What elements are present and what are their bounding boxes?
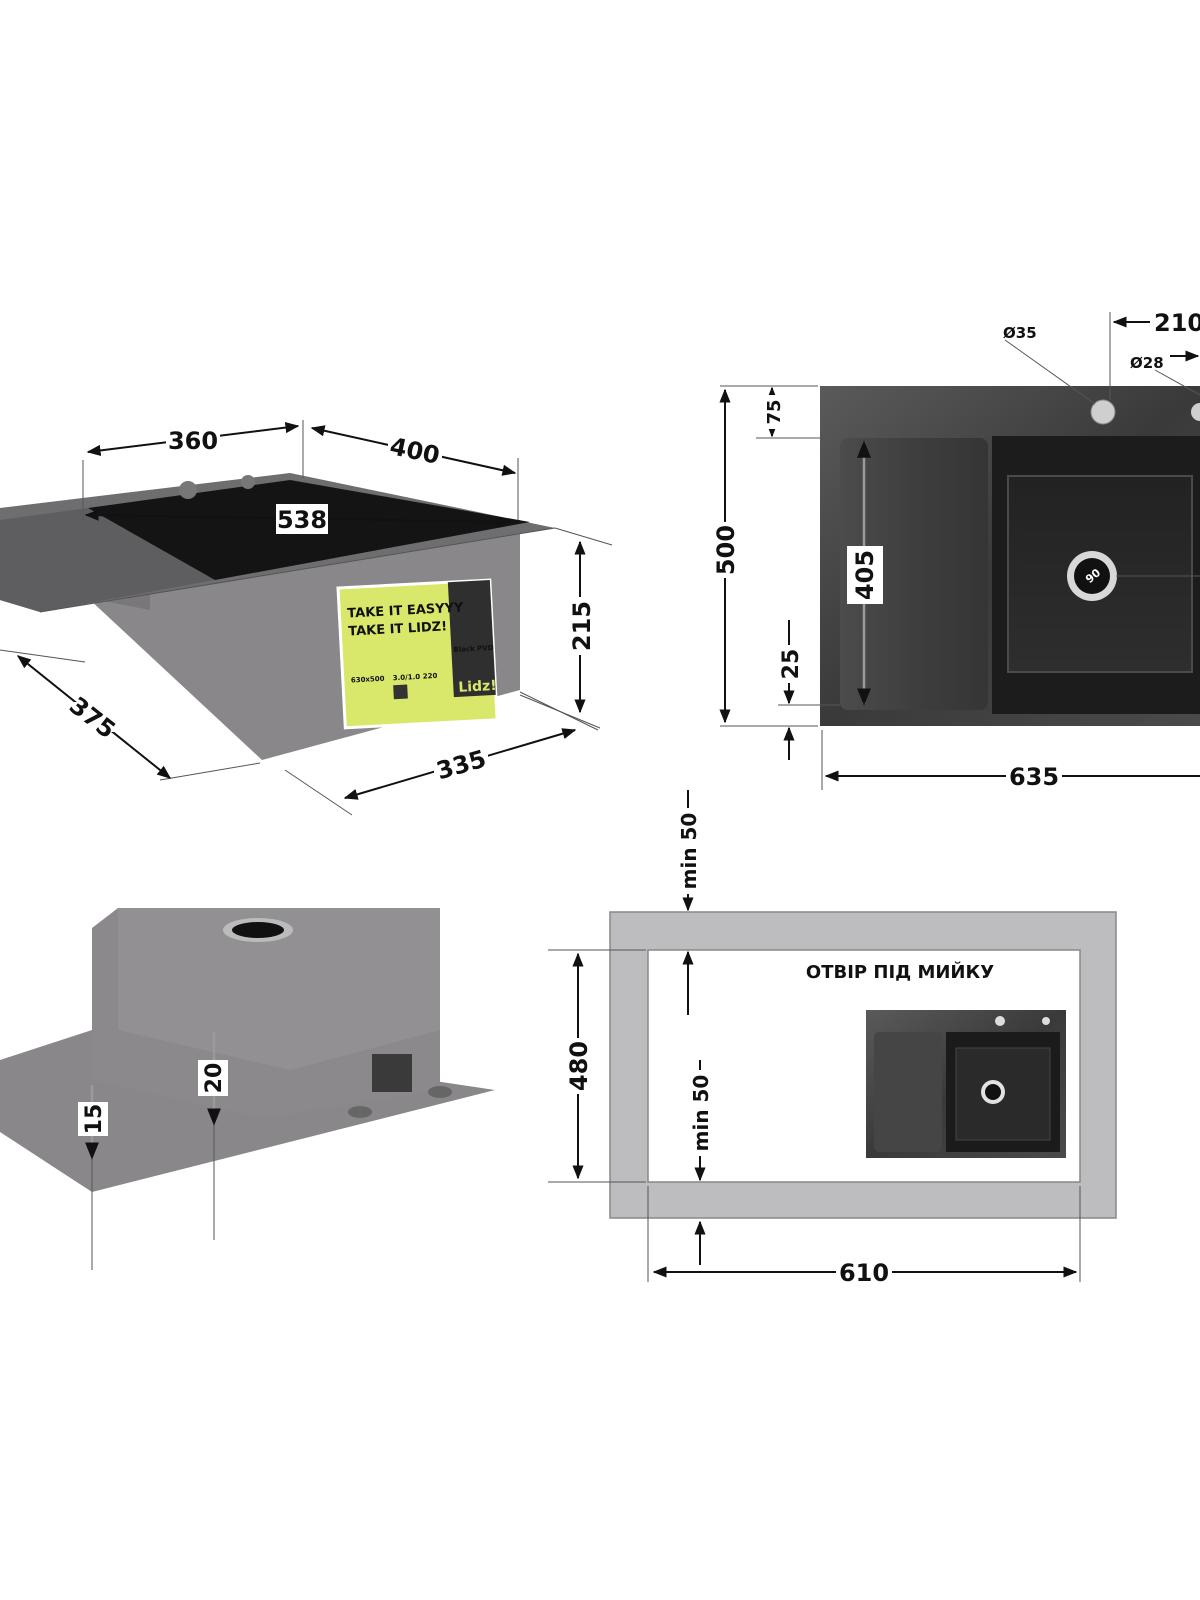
tap-hole-large-icon bbox=[1090, 399, 1116, 425]
label-spec-2: 220 bbox=[423, 672, 438, 681]
dim-hole-large: Ø35 bbox=[1003, 324, 1037, 342]
dim-top-margin: 75 bbox=[764, 399, 785, 424]
dim-hole-small: Ø28 bbox=[1130, 354, 1164, 372]
dim-min-top: min 50 bbox=[677, 813, 701, 890]
label-line-1: TAKE IT EASYYY bbox=[347, 600, 464, 621]
cutout-view: ОТВІР ПІД МИЙКУ 480 min 50 min 5 bbox=[548, 790, 1117, 1287]
dim-height: 215 bbox=[568, 601, 596, 651]
dim-cutout-width: 610 bbox=[839, 1259, 889, 1287]
dim-cutout-depth: 480 bbox=[565, 1041, 593, 1091]
label-spec-1: 3.0/1.0 bbox=[393, 673, 421, 682]
label-line-2: TAKE IT LIDZ! bbox=[348, 619, 448, 639]
underside-view: 15 20 bbox=[0, 908, 495, 1270]
label-model: Black PVD bbox=[453, 644, 494, 654]
dim-bottom-margin: 25 bbox=[779, 649, 804, 680]
cutout-title: ОТВІР ПІД МИЙКУ bbox=[806, 961, 994, 983]
iso-tap-hole-icon bbox=[241, 475, 255, 489]
dim-rim: 20 bbox=[202, 1063, 227, 1094]
top-view: 500 75 405 25 635 210 Ø35 Ø28 90 bbox=[708, 309, 1200, 791]
label-size: 630х500 bbox=[351, 675, 385, 685]
underside-sticker bbox=[372, 1054, 412, 1092]
dim-drainboard-depth: 405 bbox=[851, 550, 879, 600]
tap-hole-small-icon bbox=[1191, 403, 1200, 421]
product-label: TAKE IT EASYYY TAKE IT LIDZ! Black PVD 6… bbox=[336, 578, 499, 730]
iso-view: TAKE IT EASYYY TAKE IT LIDZ! Black PVD 6… bbox=[0, 420, 613, 816]
dim-rear-left: 360 bbox=[168, 427, 218, 455]
label-brand: Lidz! bbox=[458, 678, 497, 696]
qr-code-icon bbox=[393, 684, 408, 700]
dim-top-width: 635 bbox=[1009, 763, 1059, 791]
underside-hole-icon bbox=[348, 1106, 372, 1118]
underside-hole-icon bbox=[428, 1086, 452, 1098]
dim-hole-offset: 210 bbox=[1154, 309, 1200, 337]
mini-tap-hole-icon bbox=[1042, 1017, 1050, 1025]
dim-top-depth: 500 bbox=[712, 525, 740, 575]
iso-drainboard bbox=[0, 508, 215, 612]
dim-flange: 15 bbox=[82, 1104, 107, 1135]
dim-diagonal: 538 bbox=[277, 506, 327, 534]
dim-min-bottom: min 50 bbox=[689, 1075, 713, 1152]
mini-sink bbox=[866, 1010, 1066, 1158]
mini-tap-hole-icon bbox=[995, 1016, 1005, 1026]
top-drainboard bbox=[840, 438, 988, 710]
iso-tap-hole-icon bbox=[179, 481, 197, 499]
